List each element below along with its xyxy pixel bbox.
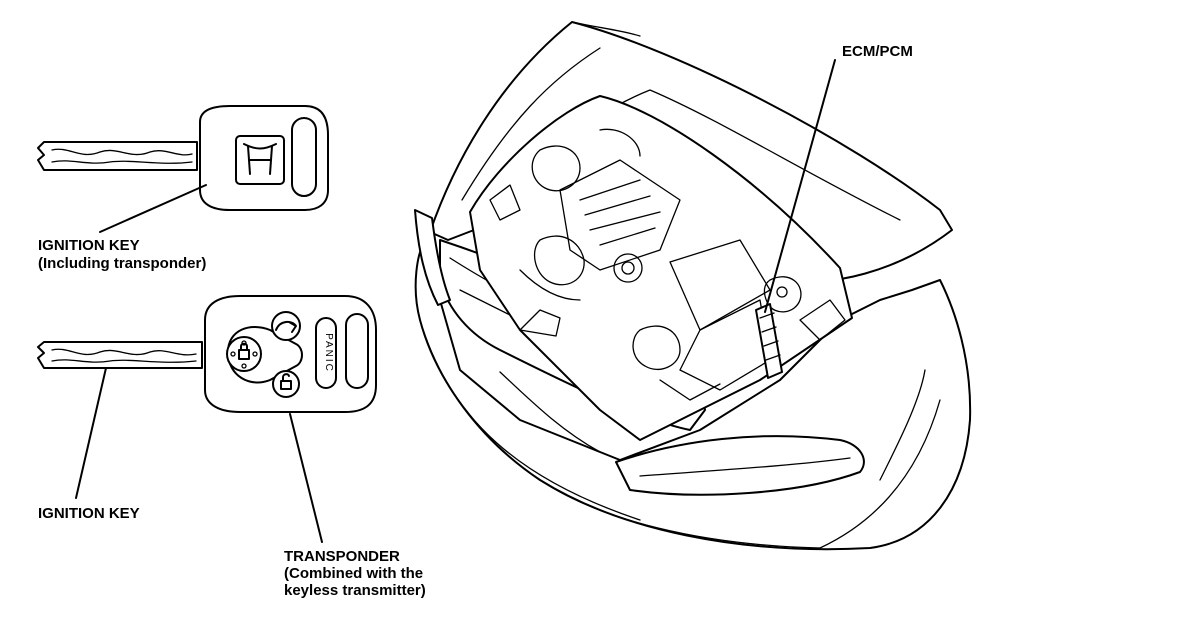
ignition-key-with-transmitter: PANIC	[37, 295, 377, 543]
leader-line-ecm-pcm	[764, 59, 836, 313]
label-ecm-pcm: ECM/PCM	[842, 43, 913, 60]
leader-line-ignition-key-transponder	[99, 184, 207, 233]
leader-line-ignition-key	[75, 367, 107, 499]
panic-button-text: PANIC	[323, 333, 334, 373]
label-ignition-key-transponder-line2: (Including transponder)	[38, 255, 206, 272]
unlock-button-icon[interactable]	[280, 373, 292, 390]
label-transponder-line1: TRANSPONDER	[284, 548, 400, 565]
ignition-key-with-transponder	[37, 105, 329, 233]
trunk-release-button-icon[interactable]	[275, 320, 297, 333]
lock-button-icon[interactable]	[238, 342, 250, 360]
car-front-open-hood	[414, 21, 972, 551]
engine-components	[489, 128, 846, 401]
leader-line-transponder	[289, 413, 323, 543]
label-transponder-line2: (Combined with the	[284, 565, 423, 582]
ecm-pcm-unit	[755, 303, 783, 379]
label-transponder-line3: keyless transmitter)	[284, 582, 426, 599]
label-ignition-key: IGNITION KEY	[38, 505, 140, 522]
panic-button[interactable]	[315, 317, 337, 389]
honda-logo-icon	[243, 143, 277, 175]
label-ignition-key-transponder-line1: IGNITION KEY	[38, 237, 140, 254]
